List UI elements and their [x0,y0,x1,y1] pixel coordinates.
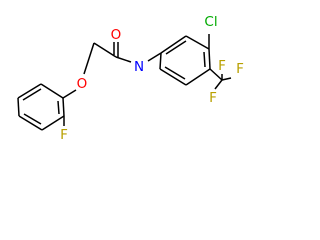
bond-ring-right-1 [160,35,187,54]
atom-fluorine-cf3-left: F [236,61,244,77]
atom-oxygen-ether: O [77,76,88,92]
bond-ring-left-1-inner [57,100,60,115]
atom-fluorine-cf3-bottom: F [209,90,217,106]
bond-carbonyl-methylene [93,42,117,58]
atom-fluorine-aryl: F [60,127,68,143]
bond-nitrogen-ring [147,52,162,62]
bond-cf3-f-bottom [214,79,223,90]
molecule-structure: O N Cl O F F F F [17,14,244,143]
bond-ring-left-1 [62,97,65,117]
bond-ring-right-3 [208,48,211,70]
bond-ring-right-4 [185,68,211,86]
bond-methylene-oxygen [83,42,95,75]
bond-ring-left-6 [40,83,64,99]
bond-carbonyl-nitrogen [115,56,132,63]
bond-oxygen-phenyl [62,89,77,99]
bond-ring-right-5-inner [164,66,186,80]
bond-ring-right-5 [159,68,187,86]
bond-ring-right-3-inner [203,51,206,68]
bonds [17,34,232,131]
atom-nitrogen: N [134,59,144,75]
bond-ring-left-3 [18,115,43,131]
bond-ring-right-6 [159,52,162,70]
bond-ring-left-4 [17,97,20,117]
bond-ring-left-5-inner [22,88,42,101]
bond-ring-cf3 [209,68,223,81]
bond-ring-right-1-inner [165,40,187,55]
atom-fluorine-cf3-top: F [218,58,226,74]
atom-oxygen-carbonyl: O [111,27,122,43]
bond-cf3-f-right [221,77,232,81]
bond-ring-right-2 [185,35,210,50]
atom-chlorine: Cl [204,14,217,30]
bond-ring-left-2 [41,115,65,131]
atom-labels: O N Cl O F F F F [60,14,244,143]
bond-ring-left-3-inner [23,113,42,125]
bond-ring-left-5 [17,83,42,99]
